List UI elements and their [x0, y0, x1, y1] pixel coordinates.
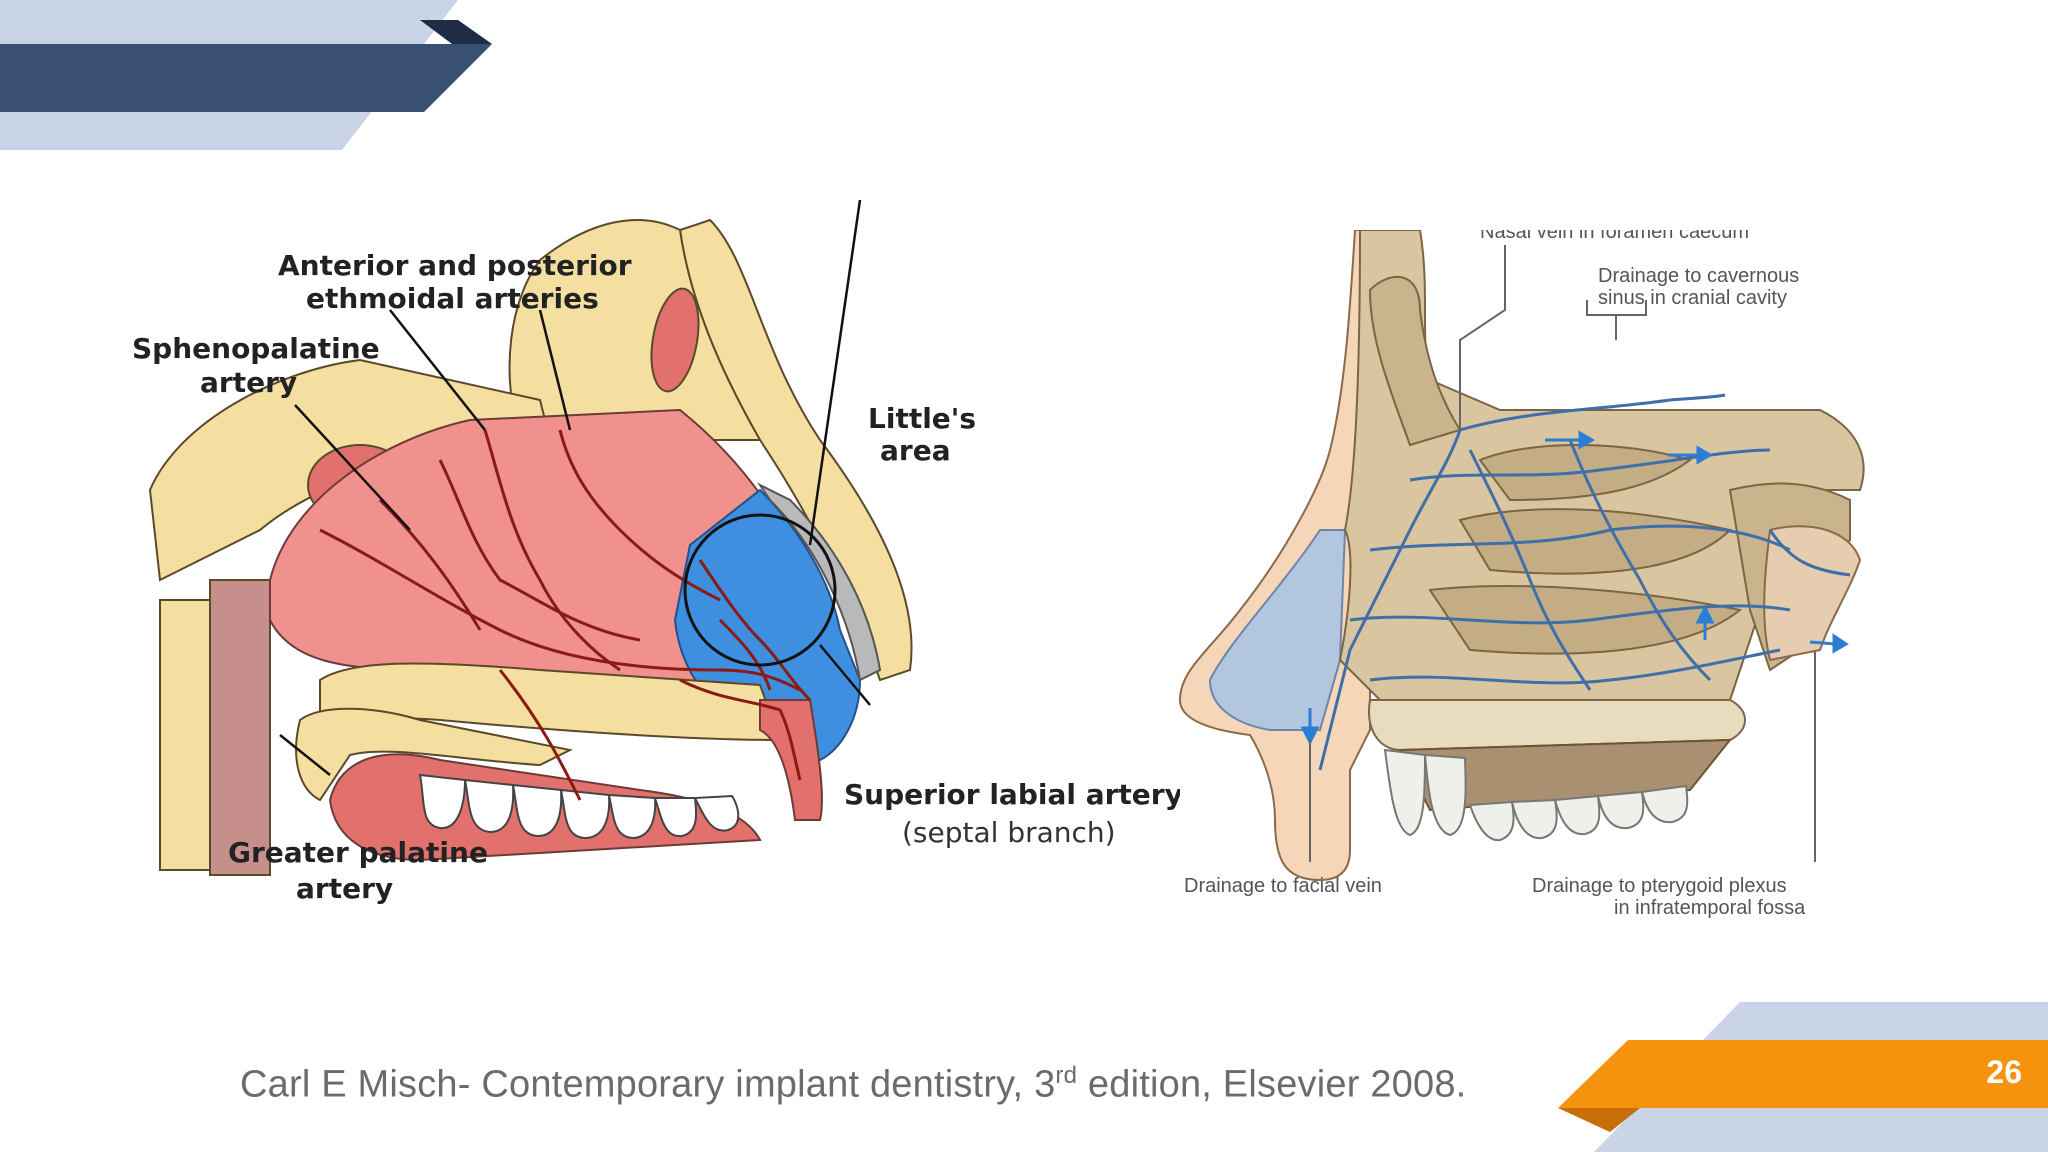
- tooth: [1383, 748, 1427, 837]
- arrow-head: [1300, 726, 1320, 746]
- tooth: [653, 797, 698, 838]
- septal-veins: [1369, 648, 1781, 685]
- citation-superscript: rd: [1055, 1062, 1078, 1089]
- citation-text-end: edition, Elsevier 2008.: [1077, 1063, 1467, 1106]
- superior-labial-branch: [679, 678, 802, 781]
- leader-line: [819, 644, 871, 706]
- leader-line: [538, 309, 572, 431]
- septal-veins: [1409, 448, 1771, 482]
- label-cavernous-1: Drainage to cavernous: [1598, 265, 1799, 287]
- arteries-figure: Anterior and posterior ethmoidal arterie…: [132, 200, 1180, 905]
- tooth: [463, 778, 515, 834]
- alar-cartilage: [757, 482, 882, 682]
- frontal-bone: [508, 219, 762, 441]
- leader-line: [279, 734, 331, 776]
- tooth: [511, 783, 563, 838]
- footer-orange-band: [1558, 1040, 2048, 1108]
- sphenopalatine-branch: [378, 498, 482, 631]
- nasal-cartilage: [1208, 529, 1347, 731]
- drainage-arrows: [1300, 430, 1849, 746]
- leader-lines: [1309, 245, 1816, 862]
- label-greater-palatine-1: Greater palatine: [228, 836, 488, 869]
- cavernous-drainage-vein: [1459, 393, 1726, 432]
- littles-area-circle: [683, 513, 837, 667]
- frontal-sinus: [650, 287, 700, 393]
- leader-line: [389, 309, 486, 431]
- tooth: [1640, 784, 1689, 824]
- tooth: [1553, 794, 1601, 836]
- septal-veins: [1568, 439, 1712, 682]
- tooth: [1510, 798, 1558, 840]
- citation-text: Carl E Misch- Contemporary implant denti…: [240, 1063, 1056, 1106]
- leader-line: [1459, 245, 1506, 430]
- label-superior-labial: Superior labial artery: [844, 778, 1180, 811]
- label-pterygoid-2: in infratemporal fossa: [1614, 897, 1806, 919]
- tooth: [1596, 790, 1645, 830]
- sphenopalatine-branch: [438, 459, 641, 642]
- veins: [1318, 393, 1851, 771]
- leader-lines: [279, 200, 871, 776]
- pharynx-wall: [159, 599, 211, 871]
- littles-area-vessels: [698, 559, 812, 702]
- label-sphenopalatine-2: artery: [200, 366, 297, 399]
- citation: Carl E Misch- Contemporary implant denti…: [240, 1062, 1466, 1107]
- label-sphenopalatine-1: Sphenopalatine: [132, 332, 380, 365]
- arrow-shaft: [1809, 640, 1836, 646]
- teeth: [418, 773, 740, 840]
- label-cavernous-2: sinus in cranial cavity: [1598, 287, 1787, 309]
- label-facial-vein: Drainage to facial vein: [1184, 875, 1382, 897]
- page-number: 26: [1986, 1054, 2022, 1090]
- footer-dark-orange: [1558, 1108, 1640, 1132]
- littles-area-vessels: [718, 618, 772, 691]
- greater-palatine-artery: [498, 669, 582, 801]
- upper-lip: [759, 699, 823, 821]
- soft-palate: [295, 707, 574, 802]
- label-ethmoidal-1: Anterior and posterior: [278, 249, 632, 282]
- veins-figure: Nasal vein in foramen caecum Drainage to…: [1178, 230, 1865, 919]
- pterygoid-drainage-vein: [1768, 529, 1851, 577]
- tooth: [607, 793, 657, 840]
- arteries: [319, 429, 812, 801]
- label-littles-2: area: [880, 434, 951, 467]
- tooth: [559, 788, 611, 840]
- tooth: [1468, 800, 1515, 842]
- leader-line: [1586, 300, 1647, 340]
- ethmoidal-artery-branch: [483, 429, 621, 672]
- leader-line: [294, 404, 411, 531]
- arrow-head: [1695, 604, 1715, 624]
- tooth: [418, 773, 467, 830]
- label-greater-palatine-2: artery: [296, 872, 393, 905]
- label-ethmoidal-2: ethmoidal arteries: [306, 282, 599, 315]
- sphenopalatine-artery: [319, 528, 801, 692]
- label-superior-labial-sub: (septal branch): [902, 816, 1116, 849]
- tooth: [1423, 753, 1467, 837]
- label-littles-1: Little's: [868, 402, 976, 435]
- frontal-sinus: [1368, 275, 1462, 447]
- pharynx-tissue: [1763, 525, 1862, 662]
- arrow-head: [1832, 633, 1849, 654]
- nasal-vein: [1318, 429, 1462, 771]
- leader-line: [808, 200, 862, 546]
- header-navy-band: [0, 44, 492, 112]
- septal-veins: [1369, 524, 1791, 552]
- arrow-head: [1696, 445, 1713, 465]
- label-pterygoid-1: Drainage to pterygoid plexus: [1532, 875, 1787, 897]
- arrow-head: [1578, 430, 1595, 450]
- tooth: [693, 794, 740, 832]
- pharynx-tissue: [209, 579, 271, 876]
- septal-veins: [1468, 449, 1592, 691]
- teeth: [1383, 748, 1689, 842]
- septal-veins: [1349, 604, 1791, 625]
- header-navy-shadow: [420, 20, 492, 44]
- label-nasal-vein: Nasal vein in foramen caecum: [1480, 230, 1749, 243]
- ethmoidal-artery-branch: [558, 429, 721, 602]
